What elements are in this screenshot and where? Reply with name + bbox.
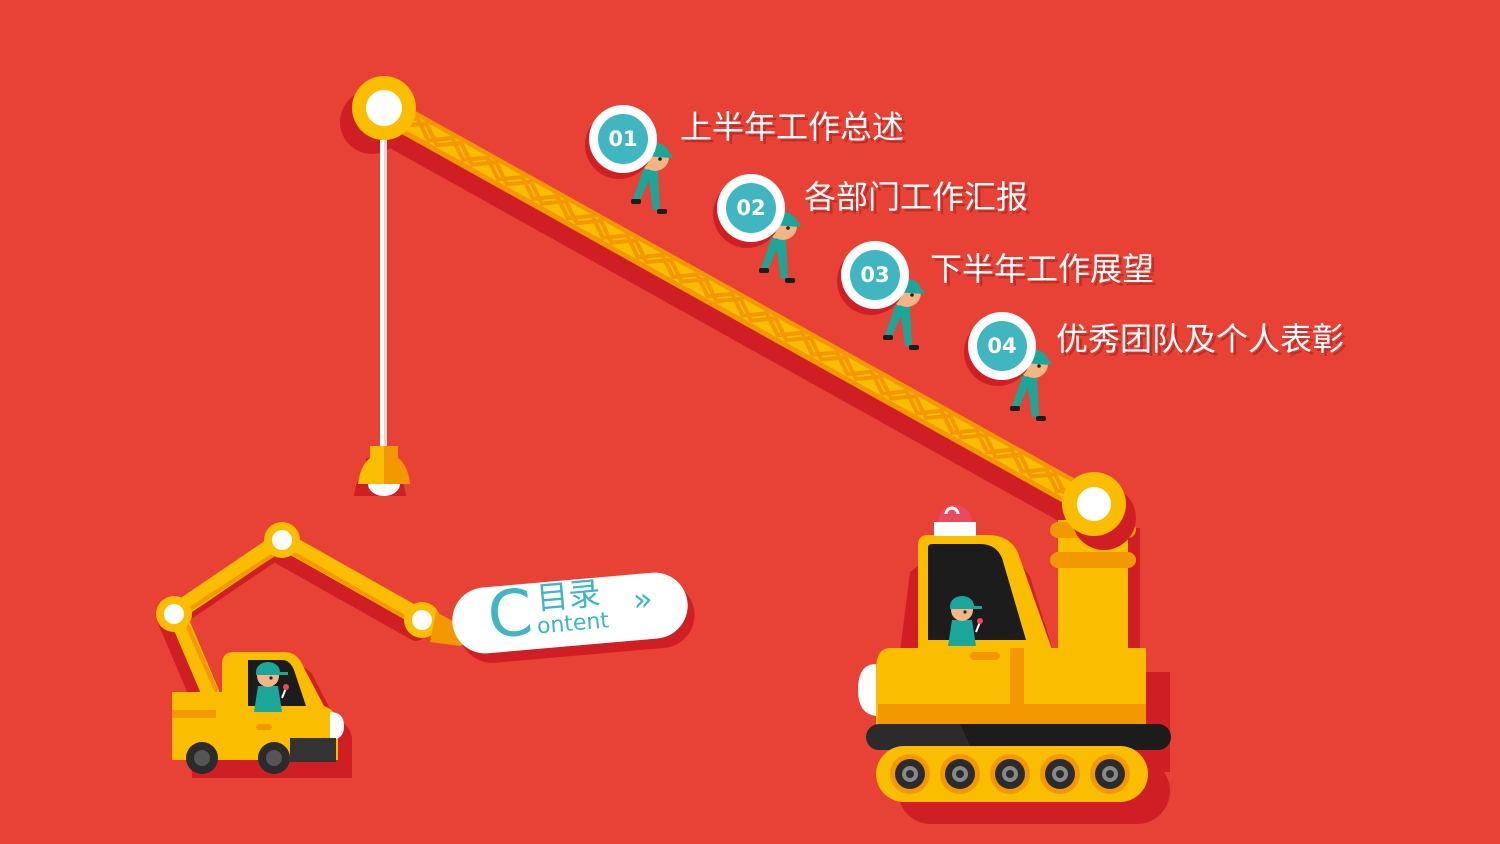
crane-boom bbox=[370, 99, 1104, 533]
menu-badge-04[interactable]: 04 bbox=[987, 334, 1017, 358]
menu-badge-03[interactable]: 03 bbox=[860, 263, 890, 287]
sign-letter: C bbox=[484, 576, 536, 654]
menu-item-01-label[interactable]: 上半年工作总述 bbox=[680, 108, 905, 146]
excavator bbox=[156, 522, 468, 778]
menu-item-03-label[interactable]: 下半年工作展望 bbox=[930, 250, 1155, 288]
menu-item-02-label[interactable]: 各部门工作汇报 bbox=[804, 178, 1029, 216]
crane-top-pulley bbox=[340, 76, 416, 154]
sign-subtitle: ontent bbox=[535, 608, 610, 640]
menu-badge-02[interactable]: 02 bbox=[736, 196, 766, 220]
menu-badge-01[interactable]: 01 bbox=[608, 127, 638, 151]
crane-body bbox=[858, 472, 1171, 824]
content-sign bbox=[452, 572, 695, 663]
menu-item-04-label[interactable]: 优秀团队及个人表彰 bbox=[1056, 320, 1345, 358]
crane-hook-lamp bbox=[354, 140, 410, 496]
sign-arrow[interactable]: » bbox=[631, 579, 655, 620]
